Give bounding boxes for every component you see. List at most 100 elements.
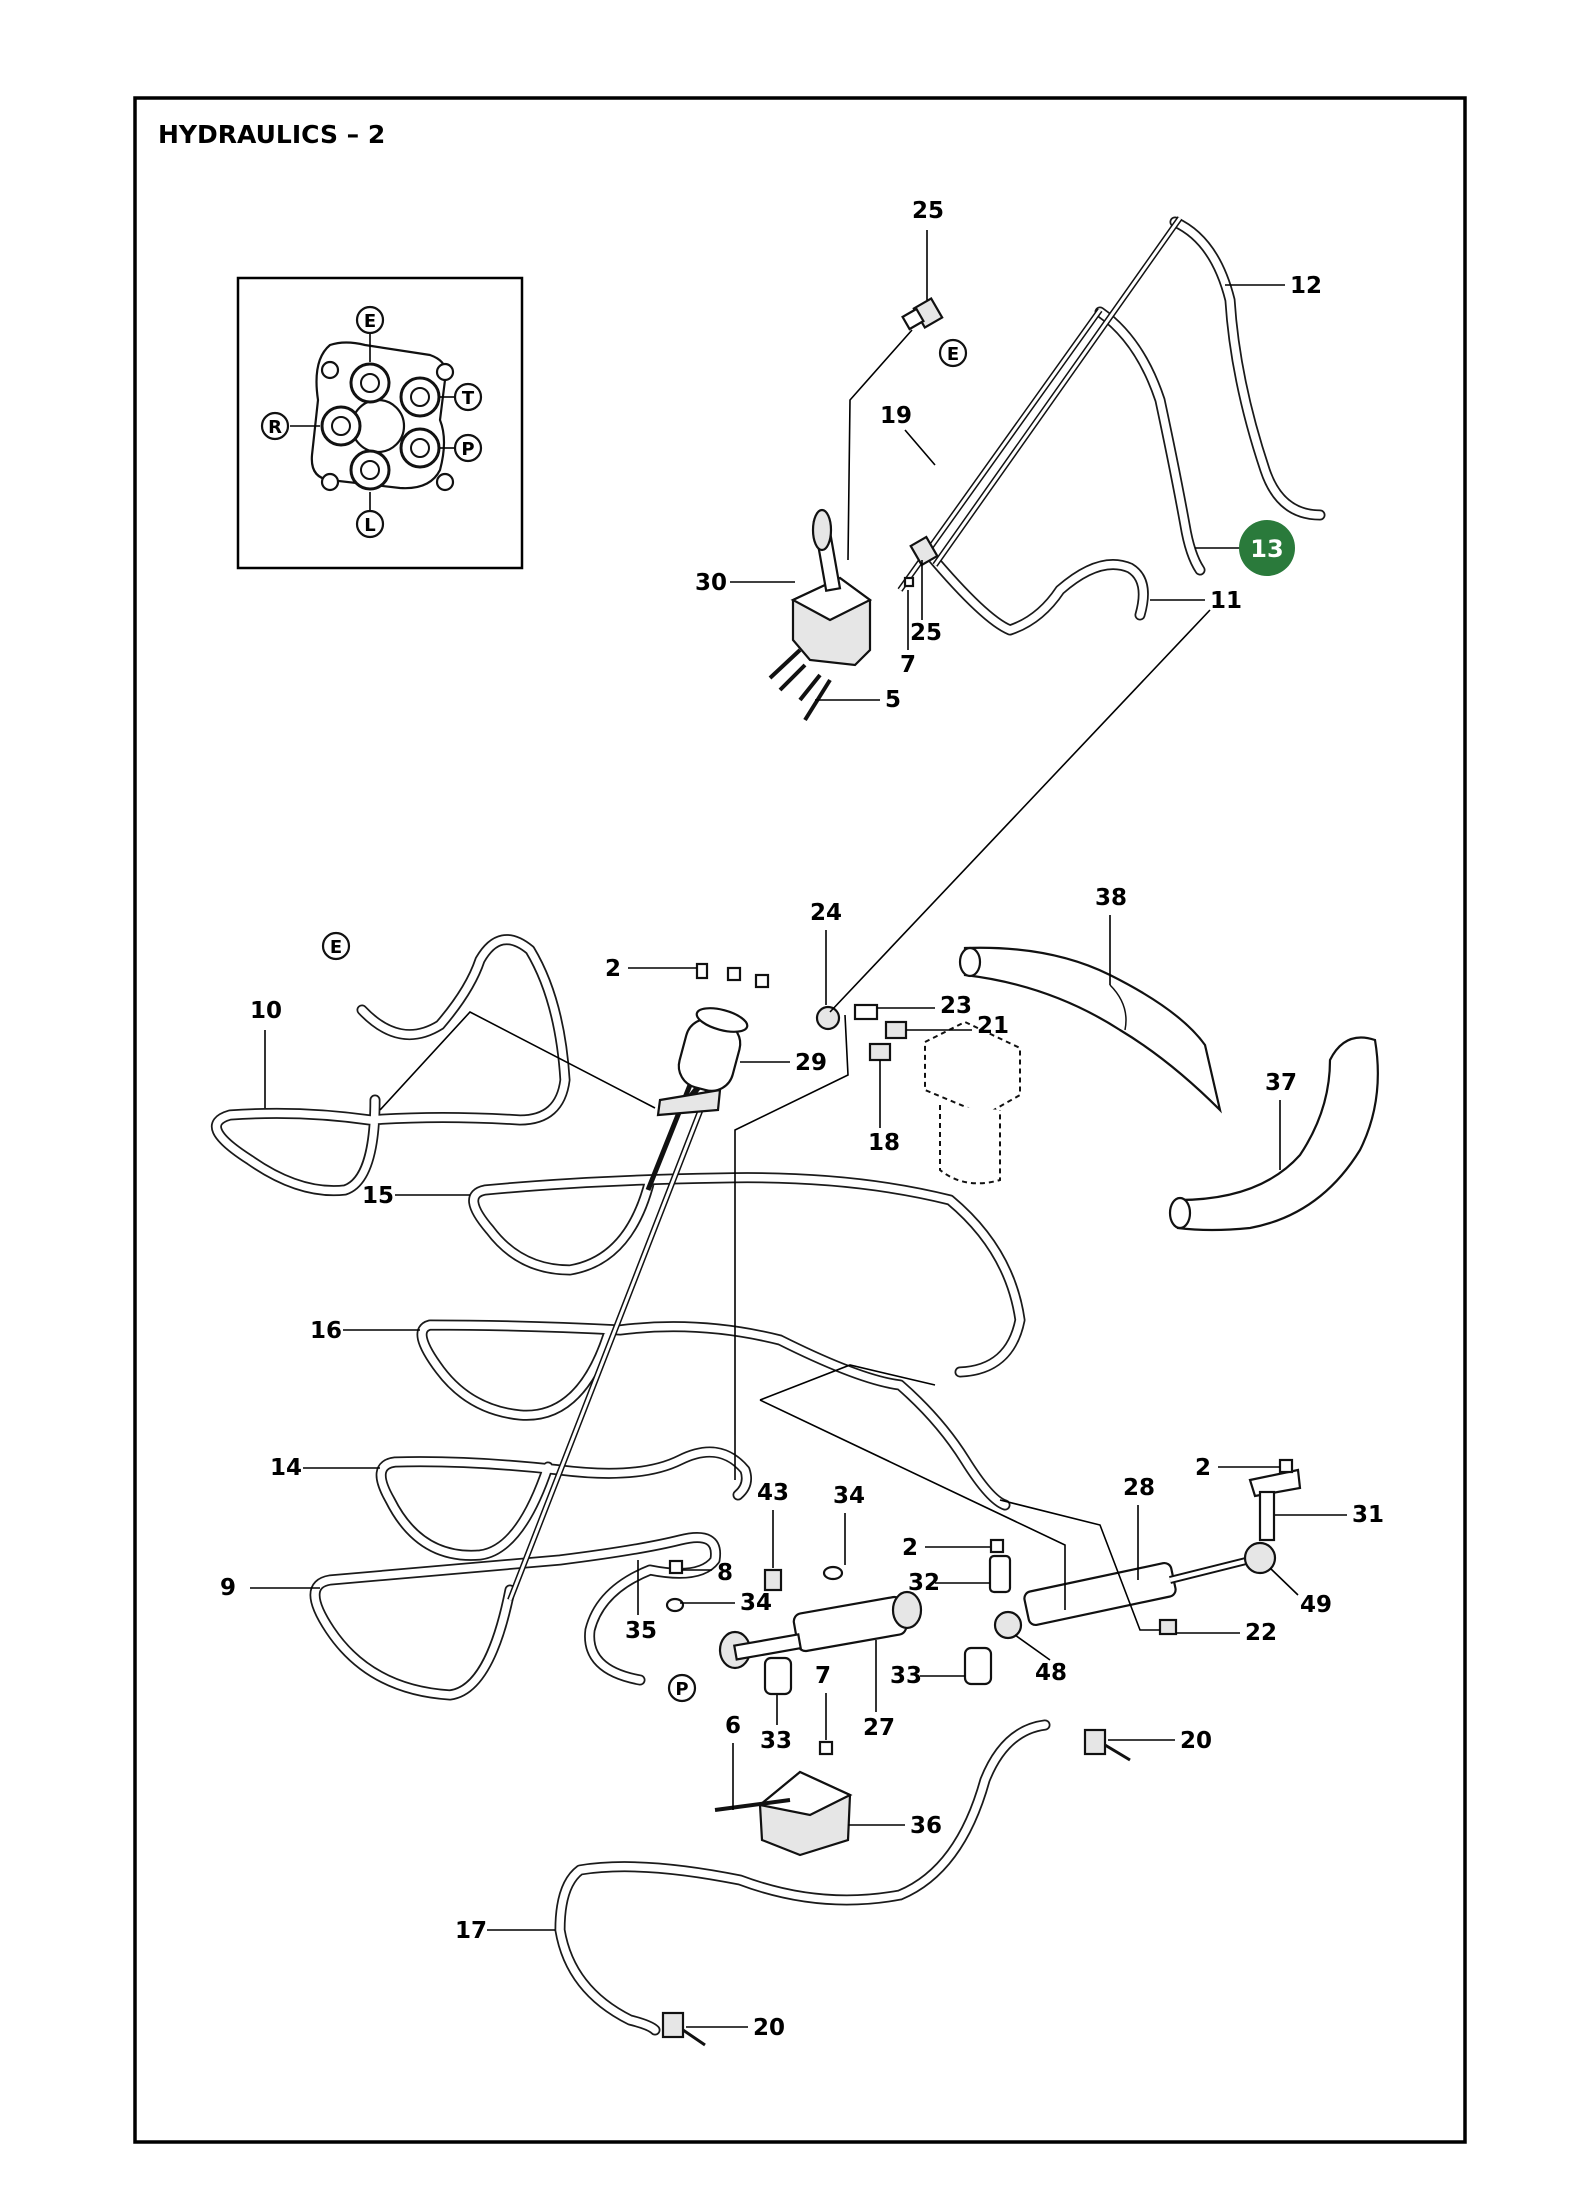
svg-text:2: 2 [1195,1455,1211,1481]
callout-18: 18 [868,1060,900,1156]
svg-text:19: 19 [880,403,912,429]
svg-text:2: 2 [605,956,621,982]
svg-text:T: T [462,388,475,409]
svg-text:9: 9 [220,1575,236,1601]
callout-28: 28 [1123,1475,1155,1580]
svg-text:14: 14 [270,1455,302,1481]
callout-2-right: 2 [1195,1455,1280,1481]
callout-24: 24 [810,900,842,1005]
port-layout-inset: E T R P L [236,276,524,570]
port-tag-e-top: E [938,338,968,368]
svg-text:32: 32 [908,1570,940,1596]
tube-37 [1168,1036,1379,1232]
port-label-r: R [260,411,290,441]
svg-text:P: P [461,439,474,460]
callout-16: 16 [310,1318,420,1344]
callout-34-mid: 34 [680,1590,772,1616]
svg-text:7: 7 [815,1663,831,1689]
bolt-hole [320,472,340,492]
svg-text:12: 12 [1290,273,1322,299]
svg-text:R: R [268,417,282,438]
callout-5: 5 [815,687,901,713]
callout-25-top: 25 [912,198,944,300]
svg-text:15: 15 [362,1183,394,1209]
svg-text:8: 8 [717,1560,733,1586]
callout-11: 11 [1150,588,1242,614]
page-frame [133,96,1467,2144]
callout-7-bottom: 7 [815,1663,831,1740]
svg-text:27: 27 [863,1715,895,1741]
port-label-t: T [453,382,483,412]
svg-text:L: L [364,515,375,536]
svg-text:30: 30 [695,570,727,596]
port-label-e: E [355,305,385,335]
svg-text:29: 29 [795,1050,827,1076]
callout-38: 38 [1095,885,1127,985]
svg-text:31: 31 [1352,1502,1384,1528]
svg-text:34: 34 [740,1590,772,1616]
svg-text:E: E [364,311,376,332]
filter-29 [656,1007,749,1117]
small-fasteners [665,576,1294,1756]
hose-10 [210,934,571,1197]
callout-12: 12 [1225,273,1322,299]
svg-text:37: 37 [1265,1070,1297,1096]
callout-8: 8 [682,1560,733,1586]
svg-text:E: E [330,937,342,958]
callout-13-highlight[interactable]: 13 [1195,520,1295,576]
hose-14 [375,1446,752,1561]
port-label-l: L [355,509,385,539]
svg-text:38: 38 [1095,885,1127,911]
svg-text:36: 36 [910,1813,942,1839]
bolt-hole [435,362,455,382]
callout-17: 17 [455,1918,555,1944]
callout-23: 23 [877,993,972,1019]
callout-10: 10 [250,998,282,1108]
callout-2-mid: 2 [902,1535,990,1561]
svg-text:33: 33 [760,1728,792,1754]
svg-text:17: 17 [455,1918,487,1944]
callout-25-lower: 25 [910,560,942,646]
svg-text:20: 20 [1180,1728,1212,1754]
fitting-20-upper [1083,1728,1131,1762]
svg-text:6: 6 [725,1713,741,1739]
callout-33-bottom: 33 [760,1695,792,1754]
guide-lines [379,329,1211,1631]
svg-text:13: 13 [1250,535,1283,563]
callout-19: 19 [880,403,936,466]
svg-text:49: 49 [1300,1592,1332,1618]
pin-31 [1248,1468,1302,1542]
svg-text:5: 5 [885,687,901,713]
port-tag-e-left: E [321,931,351,961]
callout-21: 21 [906,1013,1009,1039]
callout-2-top: 2 [605,956,697,982]
hose-9 [309,1532,722,1701]
cylinder-28 [993,1541,1277,1640]
hose-11 [924,549,1149,636]
callout-33-mid: 33 [890,1663,965,1689]
tube-38 [958,946,1222,1114]
svg-text:35: 35 [625,1618,657,1644]
svg-text:43: 43 [757,1480,789,1506]
callout-27: 27 [863,1640,895,1741]
svg-text:23: 23 [940,993,972,1019]
hose-12 [1169,216,1326,521]
svg-text:25: 25 [912,198,944,224]
svg-text:7: 7 [900,652,916,678]
svg-text:P: P [675,1679,688,1700]
svg-text:24: 24 [810,900,842,926]
callout-20-lower: 20 [686,2015,785,2041]
svg-text:11: 11 [1210,588,1242,614]
svg-text:33: 33 [890,1663,922,1689]
svg-text:2: 2 [902,1535,918,1561]
highlight-badge [1239,520,1295,576]
svg-text:34: 34 [833,1483,865,1509]
hose-16 [416,1319,1011,1511]
bushing-33-right [963,1646,993,1686]
callout-49: 49 [1269,1567,1332,1618]
svg-text:18: 18 [868,1130,900,1156]
svg-text:25: 25 [910,620,942,646]
hose-17 [554,1719,1051,2036]
port-tag-p-bottom: P [667,1673,697,1703]
